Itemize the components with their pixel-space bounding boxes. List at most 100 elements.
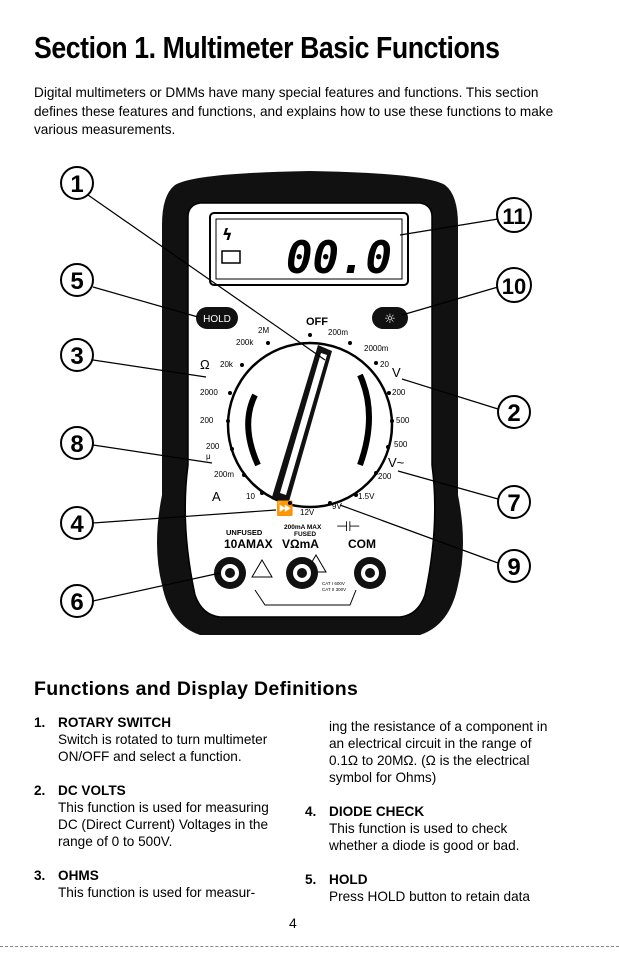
item-number: 5. (305, 872, 317, 887)
dial-200u-label: 200 (206, 442, 220, 451)
dial-dot (390, 419, 394, 423)
dial-200-right-label: 200 (392, 388, 406, 397)
callout-circle-1 (60, 166, 94, 200)
dial-500a-label: 500 (396, 416, 410, 425)
dial-20-label: 20 (380, 360, 389, 369)
callout-num-3: 3 (70, 343, 83, 370)
dial-1-5v-label: 1.5V (358, 492, 375, 501)
list-item: 3. OHMS This function is used for measur- (34, 867, 284, 901)
dial-9v-label: 9V (332, 502, 342, 511)
callout-line-6 (92, 572, 221, 602)
item-body: Switch is rotated to turn multimeter ON/… (58, 732, 268, 764)
dial-12v-label: 12V (300, 508, 315, 517)
dial-dot (354, 493, 358, 497)
section-heading: Functions and Display Definitions (34, 678, 359, 700)
callout-circle-9 (497, 549, 531, 583)
warning-icon (251, 559, 273, 578)
callout-circle-4 (60, 506, 94, 540)
dial-dot (387, 391, 391, 395)
dial-dot (348, 341, 352, 345)
item-body: Press HOLD button to retain data (329, 889, 530, 904)
dial-2000-label: 2000 (200, 388, 218, 397)
dial-dot (230, 447, 234, 451)
dial-off-label: OFF (306, 316, 328, 328)
callout-num-8: 8 (70, 431, 83, 458)
dial-dot (374, 471, 378, 475)
fused-label: FUSED (294, 531, 316, 538)
callout-num-6: 6 (70, 589, 83, 616)
high-voltage-icon: ϟ (222, 225, 233, 244)
dial-dot (308, 333, 312, 337)
right-column: ing the resistance of a component in an … (305, 718, 553, 922)
vac-symbol: V~ (388, 455, 405, 470)
callout-num-9: 9 (507, 554, 520, 581)
item-number: 3. (34, 868, 46, 883)
page-title: Section 1. Multimeter Basic Functions (34, 30, 500, 65)
hold-label: HOLD (203, 314, 231, 325)
page-divider (0, 946, 619, 947)
ohm-symbol: Ω (200, 357, 210, 372)
item-title: ROTARY SWITCH (58, 715, 172, 730)
dial-dot (242, 473, 246, 477)
dial-200m-top-label: 200m (328, 328, 348, 337)
callout-line-2 (401, 378, 499, 410)
item-number: 2. (34, 783, 46, 798)
item-title: DC VOLTS (58, 783, 126, 798)
callout-num-10: 10 (502, 274, 526, 299)
callout-line-5 (92, 286, 199, 318)
dial-20k-label: 20k (220, 360, 234, 369)
10a-label: 10AMAX (224, 537, 273, 551)
dial-2m-label: 2M (258, 326, 269, 335)
item-body: This function is used for measuring DC (… (58, 800, 269, 849)
dial-dot (288, 501, 292, 505)
callout-num-1: 1 (70, 171, 83, 198)
callout-circle-10 (496, 267, 532, 303)
continuation-text: ing the resistance of a component in an … (329, 719, 548, 785)
dial-dot (328, 501, 332, 505)
callout-line-7 (397, 470, 499, 500)
dial-200m-label: 200m (214, 470, 234, 479)
item-title: HOLD (329, 872, 368, 887)
list-item: 2. DC VOLTS This function is used for mea… (34, 782, 284, 850)
callout-line-9 (339, 504, 499, 564)
dial-500b-label: 500 (394, 440, 408, 449)
callout-circle-8 (60, 426, 94, 460)
lcd-screen (215, 218, 403, 280)
callout-line-10 (401, 286, 499, 316)
backlight-button[interactable] (372, 307, 408, 329)
callout-circle-11 (496, 197, 532, 233)
dial-dot (374, 361, 378, 365)
callout-line-3 (92, 359, 207, 378)
battery-icon (221, 250, 241, 264)
hold-button[interactable] (196, 307, 238, 329)
item-title: DIODE CHECK (329, 804, 425, 819)
vdc-symbol: V (392, 365, 401, 380)
callout-line-4 (92, 509, 277, 524)
multimeter-diagram: ϟ 00.0 HOLD ☼ OFF 2M 200m 200k 2000m Ω 2… (60, 166, 532, 635)
v-ohm-ma-label: VΩmA (282, 537, 319, 551)
item-body: This function is used for measur- (58, 885, 256, 900)
unfused-label: UNFUSED (226, 528, 263, 537)
item-body: This function is used to check whether a… (329, 821, 520, 853)
dial-200-label: 200 (200, 416, 214, 425)
sun-icon: ☼ (384, 312, 396, 327)
callout-circle-3 (60, 338, 94, 372)
dial-dot (240, 363, 244, 367)
callout-circle-2 (497, 395, 531, 429)
item-title: OHMS (58, 868, 99, 883)
com-label: COM (348, 537, 376, 551)
list-item: 5. HOLD Press HOLD button to retain data (305, 871, 553, 905)
callout-circle-7 (497, 485, 531, 519)
left-column: 1.ROTARY SWITCH Switch is rotated to tur… (34, 714, 284, 918)
capacitor-icon: ⊣⊢ (336, 519, 360, 535)
callout-circle-5 (60, 263, 94, 297)
callout-line-11 (399, 218, 499, 236)
adc-symbol: A (212, 489, 221, 504)
fused-max-label: 200mA MAX (284, 524, 322, 531)
item-number: 4. (305, 804, 317, 819)
callout-num-5: 5 (70, 268, 83, 295)
dial-grip-left (245, 393, 261, 467)
dial-10-label: 10 (246, 492, 255, 501)
dial-pointer-highlight (280, 353, 327, 495)
dial-dot (386, 445, 390, 449)
